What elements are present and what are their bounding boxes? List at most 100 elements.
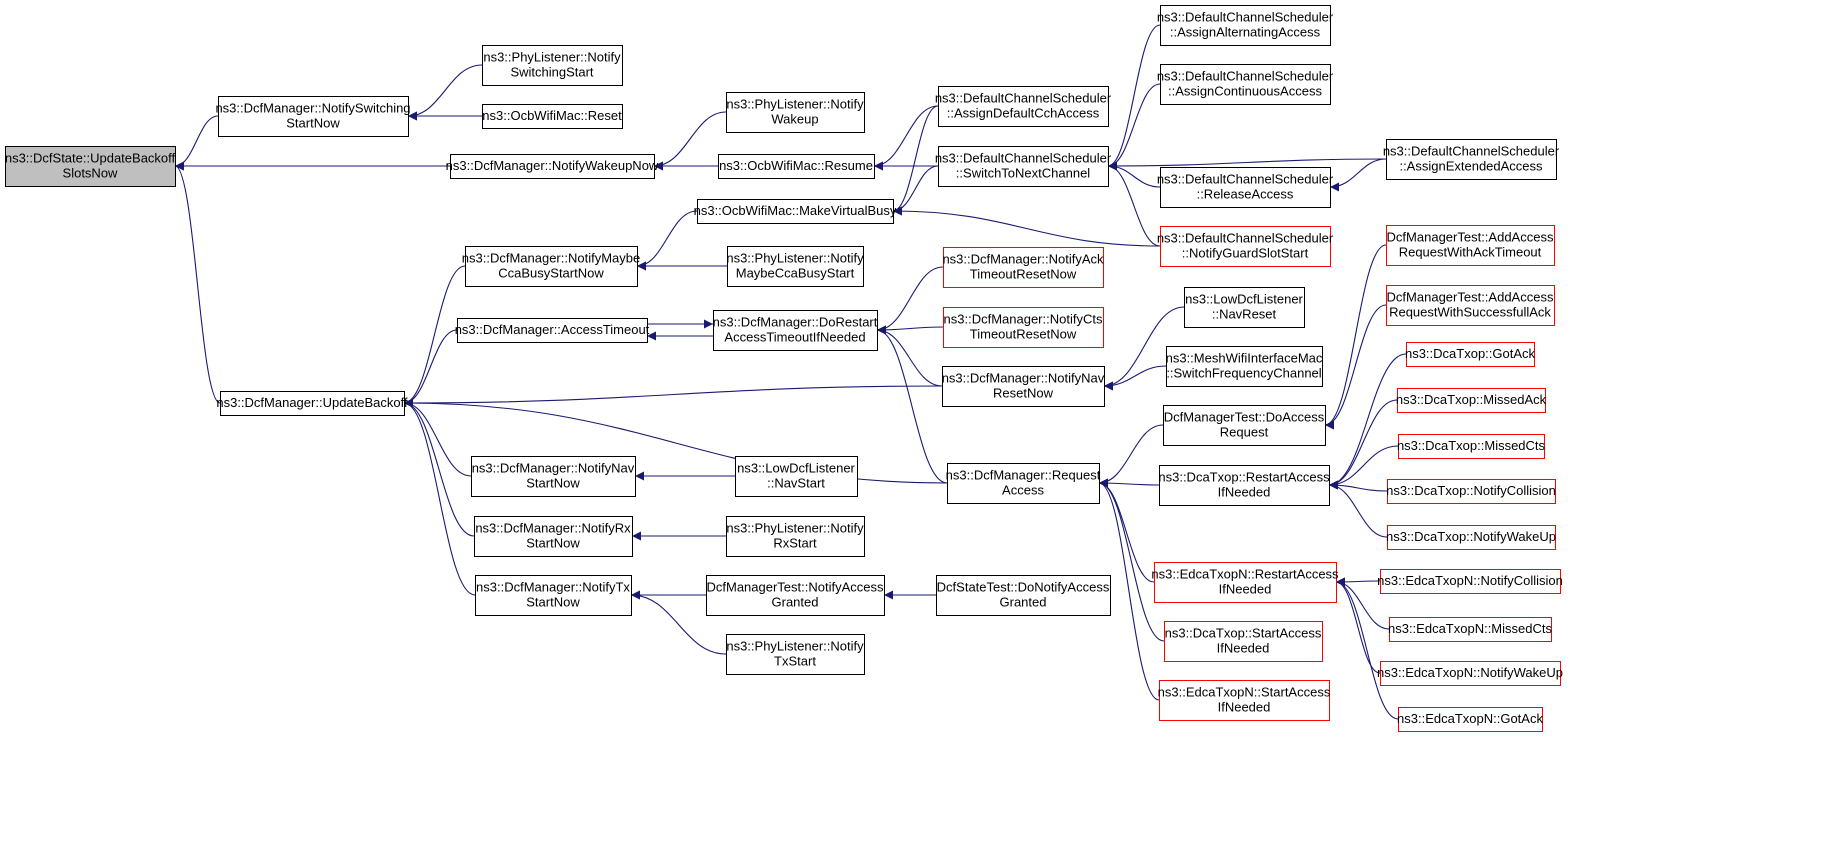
edge-makeVirtualBusy-to-notifyMaybeCca (636, 210, 698, 271)
node-box (218, 96, 409, 137)
node-notifyAckTimeout[interactable]: ns3::DcfManager::NotifyAckTimeoutResetNo… (942, 247, 1104, 288)
node-label: ns3::DcfManager::NotifySwitching (215, 101, 410, 116)
node-switchToNext[interactable]: ns3::DefaultChannelScheduler::SwitchToNe… (935, 146, 1112, 187)
node-label: ns3::EdcaTxopN::MissedCts (1388, 621, 1553, 636)
edge-notifyGuardSlot-to-makeVirtualBusy (892, 206, 1161, 247)
edge-layer (174, 24, 1407, 720)
node-box (1386, 139, 1557, 180)
edge-notifyAckTimeout-to-doRestart (876, 266, 944, 335)
edge-accessTimeout-to-updateBackoff (403, 329, 458, 408)
node-label: ns3::PhyListener::Notify (726, 521, 864, 536)
node-label: DcfStateTest::DoNotifyAccess (937, 580, 1110, 595)
node-dcaGotAck[interactable]: ns3::DcaTxop::GotAck (1405, 342, 1536, 367)
node-meshSwitchFreq[interactable]: ns3::MeshWifiInterfaceMac::SwitchFrequen… (1166, 346, 1323, 387)
node-label: TimeoutResetNow (970, 267, 1077, 282)
node-label: ns3::MeshWifiInterfaceMac (1166, 351, 1323, 366)
node-doRestart[interactable]: ns3::DcfManager::DoRestartAccessTimeoutI… (713, 310, 878, 351)
node-label: ns3::EdcaTxopN::NotifyWakeUp (1377, 665, 1563, 680)
node-addSuccessful[interactable]: DcfManagerTest::AddAccessRequestWithSucc… (1386, 285, 1555, 326)
node-assignExtended[interactable]: ns3::DefaultChannelScheduler::AssignExte… (1383, 139, 1560, 180)
node-label: ::NavReset (1212, 307, 1277, 322)
node-label: ns3::DefaultChannelScheduler (1157, 10, 1334, 25)
node-dcaNotifyCollision[interactable]: ns3::DcaTxop::NotifyCollision (1386, 479, 1556, 504)
edge-requestAccess-to-doRestart (876, 325, 948, 484)
edge-meshSwitchFreq-to-notifyNavReset (1103, 365, 1167, 391)
node-phyNotifyWakeup[interactable]: ns3::PhyListener::NotifyWakeup (726, 92, 865, 133)
node-notifyCtsTimeout[interactable]: ns3::DcfManager::NotifyCtsTimeoutResetNo… (943, 307, 1104, 348)
node-notifyMaybeCca[interactable]: ns3::DcfManager::NotifyMaybeCcaBusyStart… (462, 246, 640, 287)
node-label: ns3::DefaultChannelScheduler (1157, 69, 1334, 84)
node-box (1380, 661, 1561, 686)
node-layer: ns3::DcfState::UpdateBackoffSlotsNowns3:… (5, 5, 1563, 732)
node-notifyWakeupNow[interactable]: ns3::DcfManager::NotifyWakeupNow (446, 154, 659, 179)
node-label: Granted (772, 595, 819, 610)
node-edcaMissedCts[interactable]: ns3::EdcaTxopN::MissedCts (1388, 617, 1553, 642)
node-box (1387, 525, 1556, 550)
node-releaseAccess[interactable]: ns3::DefaultChannelScheduler::ReleaseAcc… (1157, 167, 1334, 208)
node-lowNavReset[interactable]: ns3::LowDcfListener::NavReset (1184, 287, 1305, 328)
node-label: RxStart (773, 536, 817, 551)
node-dcaMissedCts[interactable]: ns3::DcaTxop::MissedCts (1397, 434, 1546, 459)
edge-lowNavReset-to-notifyNavReset (1103, 306, 1185, 391)
node-ocbReset[interactable]: ns3::OcbWifiMac::Reset (482, 104, 623, 129)
node-box (943, 307, 1104, 348)
node-ocbResume[interactable]: ns3::OcbWifiMac::Resume (718, 154, 875, 179)
node-box (1397, 388, 1546, 413)
node-label: ns3::DcaTxop::NotifyWakeUp (1386, 529, 1556, 544)
node-label: ns3::DcaTxop::NotifyCollision (1386, 483, 1556, 498)
node-updateBackoff[interactable]: ns3::DcfManager::UpdateBackoff (216, 391, 408, 416)
node-label: Access (1002, 483, 1044, 498)
node-label: ns3::DcaTxop::MissedAck (1396, 392, 1547, 407)
edge-dcaNotifyCollision-to-dcaRestart (1328, 480, 1388, 492)
edge-phyNotifySwitching-to-notifySwitching (407, 64, 483, 121)
node-label: ns3::DcfManager::NotifyAck (942, 252, 1104, 267)
node-box (1387, 479, 1556, 504)
node-accessTimeout[interactable]: ns3::DcfManager::AccessTimeout (455, 318, 650, 343)
node-makeVirtualBusy[interactable]: ns3::OcbWifiMac::MakeVirtualBusy (694, 199, 897, 224)
node-notifyGuardSlot[interactable]: ns3::DefaultChannelScheduler::NotifyGuar… (1157, 226, 1334, 267)
node-box (1406, 342, 1535, 367)
node-lowNavStart[interactable]: ns3::LowDcfListener::NavStart (735, 456, 858, 497)
node-box (475, 575, 632, 616)
node-assignDefaultCch[interactable]: ns3::DefaultChannelScheduler::AssignDefa… (935, 86, 1112, 127)
node-edcaNotifyCollision[interactable]: ns3::EdcaTxopN::NotifyCollision (1377, 569, 1563, 594)
node-box (1389, 617, 1552, 642)
node-addAckTimeout[interactable]: DcfManagerTest::AddAccessRequestWithAckT… (1386, 225, 1555, 266)
node-box (1154, 562, 1337, 603)
node-edcaNotifyWakeUp[interactable]: ns3::EdcaTxopN::NotifyWakeUp (1377, 661, 1563, 686)
node-label: ns3::OcbWifiMac::Reset (482, 108, 622, 123)
node-edcaGotAck[interactable]: ns3::EdcaTxopN::GotAck (1397, 707, 1543, 732)
node-label: ::AssignContinuousAccess (1168, 84, 1322, 99)
node-label: ns3::EdcaTxopN::StartAccess (1158, 685, 1331, 700)
node-box (1386, 285, 1555, 326)
node-label: ns3::PhyListener::Notify (726, 97, 864, 112)
node-label: ns3::DcfManager::NotifyRx (475, 521, 631, 536)
node-dcaNotifyWakeUp[interactable]: ns3::DcaTxop::NotifyWakeUp (1386, 525, 1556, 550)
node-phyNotifyMaybeCca[interactable]: ns3::PhyListener::NotifyMaybeCcaBusyStar… (726, 246, 864, 287)
node-box (1160, 5, 1331, 46)
node-dcaMissedAck[interactable]: ns3::DcaTxop::MissedAck (1396, 388, 1547, 413)
node-assignContinuous[interactable]: ns3::DefaultChannelScheduler::AssignCont… (1157, 64, 1334, 105)
node-assignAlternating[interactable]: ns3::DefaultChannelScheduler::AssignAlte… (1157, 5, 1334, 46)
node-label: DcfManagerTest::NotifyAccess (706, 580, 884, 595)
node-label: Request (1220, 425, 1269, 440)
node-label: TimeoutResetNow (970, 327, 1077, 342)
node-box (713, 310, 878, 351)
